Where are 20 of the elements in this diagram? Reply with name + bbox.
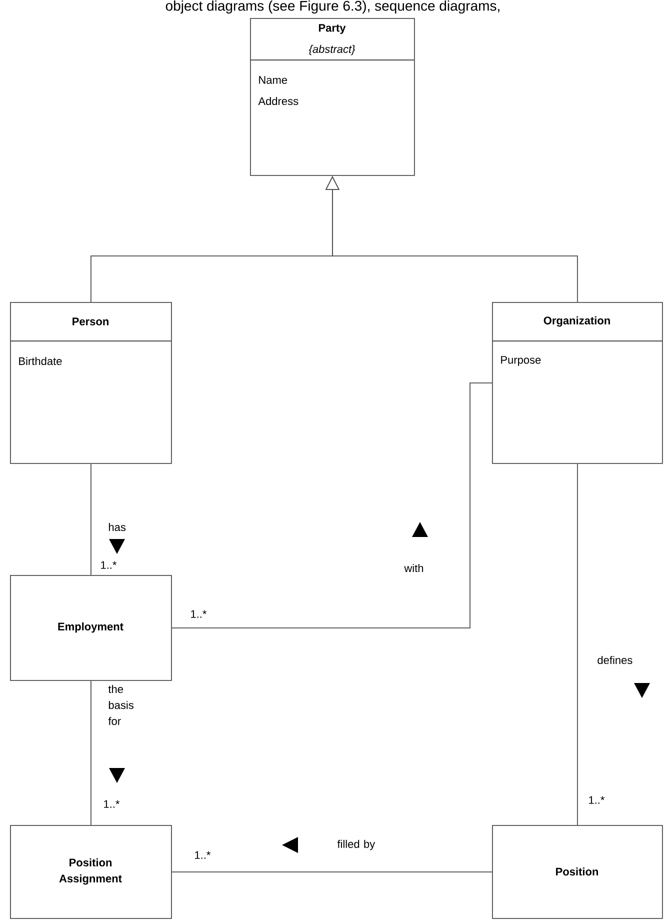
- association-line: [90, 680, 92, 826]
- class-box: Person Birthdate: [10, 302, 172, 464]
- association-line: [171, 382, 492, 628]
- edge-label: with: [404, 564, 424, 572]
- class-box: Party {abstract} Name Address: [250, 18, 415, 176]
- association-line: [577, 463, 578, 826]
- multiplicity: 1..*: [589, 796, 605, 804]
- class-box: Employment: [10, 575, 172, 681]
- edge-label: the basis for: [108, 684, 134, 726]
- class-box: Position: [492, 825, 663, 919]
- association-line: [90, 463, 92, 576]
- edge-label: filled by: [337, 840, 376, 850]
- class-box: Organization Purpose: [492, 302, 663, 464]
- multiplicity: 1..*: [191, 610, 207, 618]
- multiplicity: 1..*: [101, 561, 117, 569]
- multiplicity: 1..*: [104, 800, 120, 808]
- edge-label: has: [108, 522, 126, 532]
- class-box: Position Assignment: [10, 825, 172, 919]
- multiplicity: 1..*: [195, 851, 211, 859]
- edge-label: defines: [598, 656, 632, 664]
